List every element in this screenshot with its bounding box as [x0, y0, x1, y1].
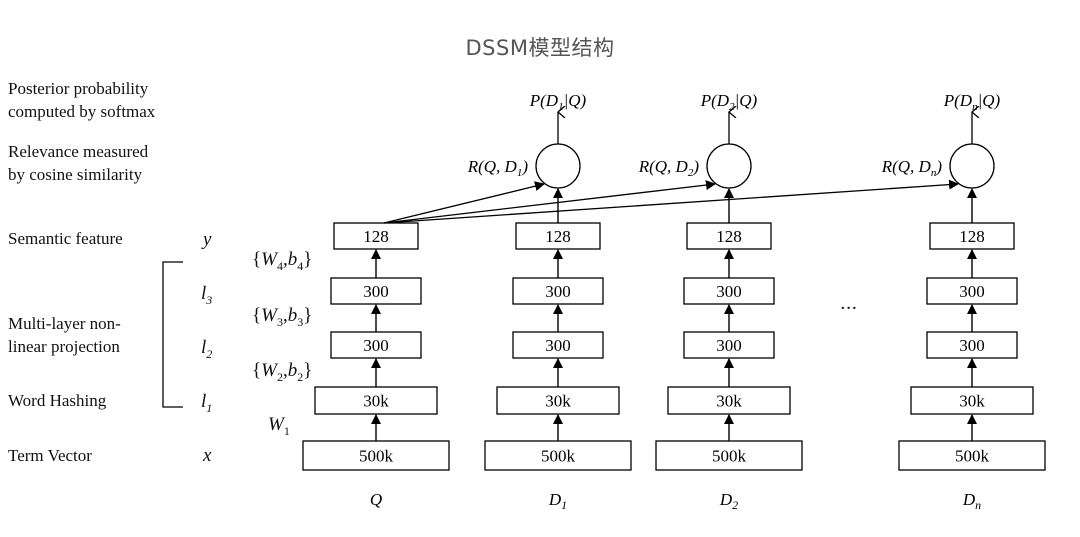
- posterior-d2: P(D2|Q): [700, 91, 758, 113]
- word-hashing-label: Word Hashing: [8, 391, 107, 410]
- layer-size-d2-3: 300: [716, 282, 742, 301]
- posterior-d1: P(D1|Q): [529, 91, 587, 113]
- layer-symbol-l2: l2: [201, 337, 213, 361]
- layer-size-dn-1: 30k: [959, 392, 985, 411]
- layer-box-q-4: [333, 222, 419, 250]
- q-to-node-d2: [383, 180, 716, 224]
- weight-label-w1: W1: [268, 414, 290, 438]
- layer-size-dn-2: 300: [959, 336, 985, 355]
- multilayer-label-line2: linear projection: [8, 337, 120, 356]
- layer-size-d1-4: 128: [545, 227, 571, 246]
- multilayer-label-line1: Multi-layer non-: [8, 314, 121, 333]
- layer-symbol-l3: l3: [201, 283, 213, 307]
- column-label-d2: D2: [719, 490, 738, 512]
- layer-size-dn-0: 500k: [955, 447, 990, 466]
- ellipsis: ···: [840, 298, 858, 319]
- layer-box-d2-4: [686, 222, 772, 250]
- layer-size-q-0: 500k: [359, 447, 394, 466]
- cosine-node-d2: [706, 143, 752, 189]
- q-to-node-d1: [383, 181, 545, 224]
- q-to-node-dn: [383, 179, 959, 224]
- posterior-dn: P(Dn|Q): [943, 91, 1001, 113]
- layer-box-q-3: [330, 277, 422, 305]
- layer-size-d1-3: 300: [545, 282, 571, 301]
- layer-box-dn-2: [926, 331, 1018, 359]
- relevance-d1: R(Q, D1): [467, 157, 529, 179]
- layer-size-dn-4: 128: [959, 227, 985, 246]
- relevance-d2: R(Q, D2): [638, 157, 700, 179]
- layer-size-q-2: 300: [363, 336, 389, 355]
- layer-box-d2-0: [655, 440, 803, 471]
- semantic-feature-label: Semantic feature: [8, 229, 123, 248]
- layer-size-dn-3: 300: [959, 282, 985, 301]
- layer-size-d1-1: 30k: [545, 392, 571, 411]
- relevance-label-line2: by cosine similarity: [8, 165, 143, 184]
- cosine-node-dn: [949, 143, 995, 189]
- layer-size-q-4: 128: [363, 227, 389, 246]
- diagram-title: DSSM模型结构: [465, 36, 615, 60]
- layer-size-d2-0: 500k: [712, 447, 747, 466]
- column-label-dn: Dn: [962, 490, 981, 512]
- posterior-label-line2: computed by softmax: [8, 102, 156, 121]
- posterior-label-line1: Posterior probability: [8, 79, 149, 98]
- layer-box-dn-4: [929, 222, 1015, 250]
- layer-box-d1-3: [512, 277, 604, 305]
- multilayer-bracket: [162, 261, 183, 408]
- layer-box-dn-3: [926, 277, 1018, 305]
- layer-size-d1-2: 300: [545, 336, 571, 355]
- relevance-label-line1: Relevance measured: [8, 142, 149, 161]
- layer-symbol-x: x: [203, 445, 212, 466]
- layer-box-d1-2: [512, 331, 604, 359]
- layer-box-dn-1: [910, 386, 1034, 415]
- layer-symbol-l1: l1: [201, 391, 213, 415]
- layer-size-d2-1: 30k: [716, 392, 742, 411]
- relevance-dn: R(Q, Dn): [881, 157, 943, 179]
- layer-size-d1-0: 500k: [541, 447, 576, 466]
- layer-box-q-0: [302, 440, 450, 471]
- layer-size-q-1: 30k: [363, 392, 389, 411]
- layer-box-q-2: [330, 331, 422, 359]
- cosine-node-d1: [535, 143, 581, 189]
- weight-label-w3-b3: {W3,b3}: [252, 305, 313, 329]
- layer-box-d1-4: [515, 222, 601, 250]
- layer-box-dn-0: [898, 440, 1046, 471]
- layer-size-d2-4: 128: [716, 227, 742, 246]
- weight-label-w4-b4: {W4,b4}: [252, 249, 313, 273]
- layer-size-d2-2: 300: [716, 336, 742, 355]
- column-label-d1: D1: [548, 490, 567, 512]
- column-label-q: Q: [370, 490, 382, 509]
- layer-symbol-y: y: [203, 229, 212, 250]
- layer-box-d2-1: [667, 386, 791, 415]
- weight-label-w2-b2: {W2,b2}: [252, 360, 313, 384]
- layer-size-q-3: 300: [363, 282, 389, 301]
- term-vector-label: Term Vector: [8, 446, 92, 465]
